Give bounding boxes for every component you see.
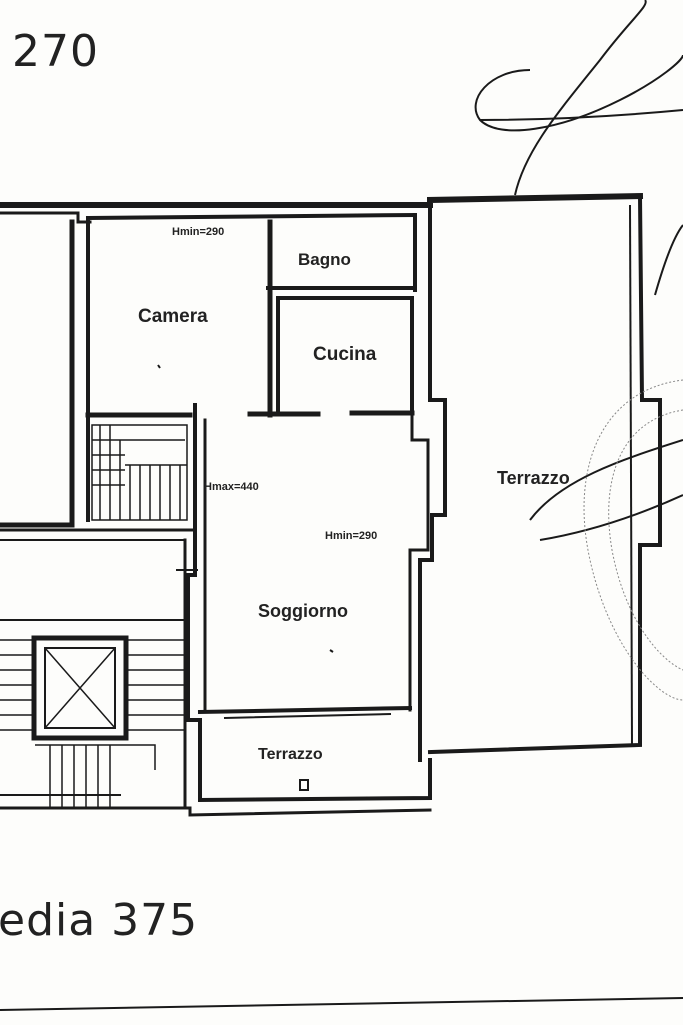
wall-top xyxy=(0,192,644,208)
wall-living-bottom-window xyxy=(223,712,392,720)
wall-terrazzo-inner xyxy=(408,408,430,712)
stair-lower xyxy=(0,639,185,808)
stair-upper xyxy=(91,424,188,521)
dim-hmin-soggiorno: Hmin=290 xyxy=(325,530,378,542)
bottom-rule xyxy=(0,997,683,1011)
header-number: 270 xyxy=(12,26,99,77)
wall-living-bottom xyxy=(197,705,413,715)
room-terrazzo-large: Terrazzo xyxy=(497,468,570,488)
elevator xyxy=(31,635,129,741)
room-bagno: Bagno xyxy=(298,250,351,269)
dim-hmin-camera: Hmin=290 xyxy=(172,226,225,238)
wall-top-inner xyxy=(0,211,92,224)
wall-bottom-left xyxy=(0,806,432,817)
signature xyxy=(474,0,683,541)
wall-left-column xyxy=(0,219,75,528)
walls xyxy=(0,192,662,817)
wall-terrazzo-right-inner xyxy=(628,204,634,747)
stamp xyxy=(583,379,683,701)
room-cucina: Cucina xyxy=(313,344,377,365)
footer-text: edia 375 xyxy=(0,895,199,946)
room-camera: Camera xyxy=(138,306,208,327)
room-terrazzo-small: Terrazzo xyxy=(258,746,323,763)
wall-living-left xyxy=(186,403,202,722)
wall-camera-top xyxy=(85,212,418,221)
room-soggiorno: Soggiorno xyxy=(258,601,348,621)
marks xyxy=(157,364,334,791)
dim-hmax-soggiorno: Hmax=440 xyxy=(204,481,259,493)
wall-terrazzo-right xyxy=(427,193,662,755)
wall-terrazzo-left xyxy=(418,198,447,762)
wall-small-terrazzo xyxy=(198,720,432,803)
